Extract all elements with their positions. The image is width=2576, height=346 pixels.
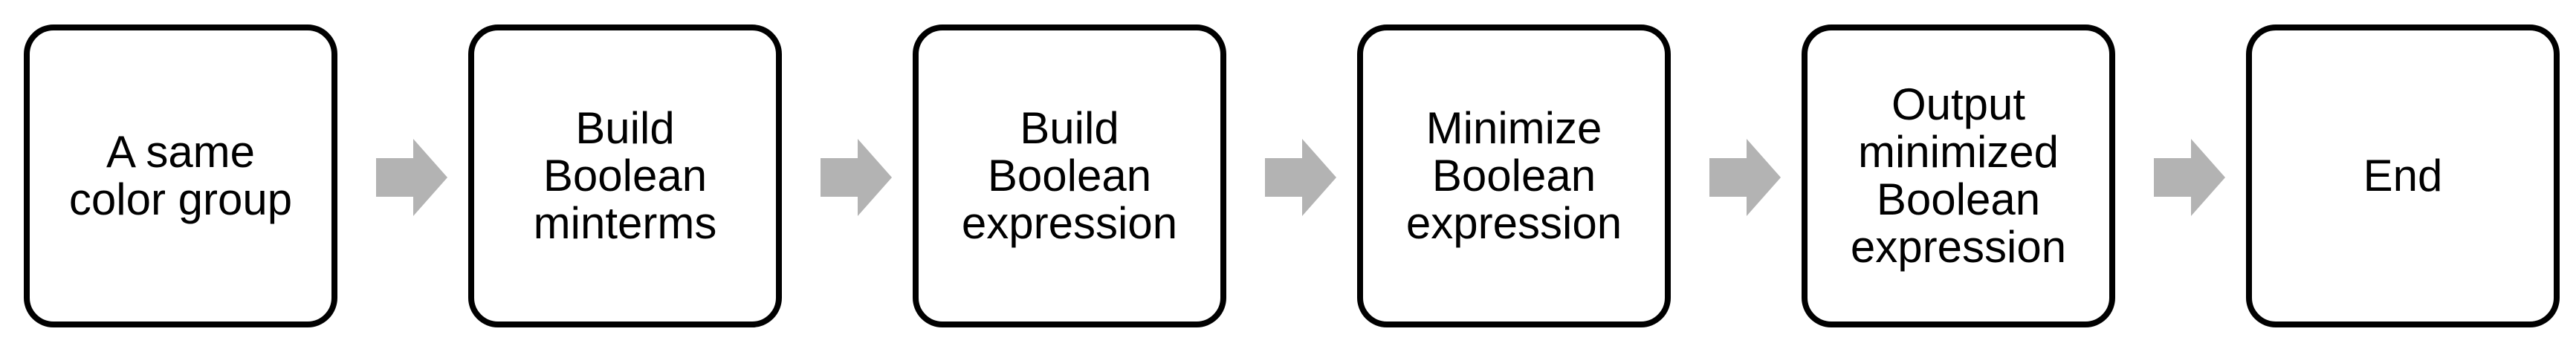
step-label: Minimize Boolean expression: [1405, 103, 1622, 248]
step-end: End: [2246, 25, 2560, 327]
step-label: Build Boolean minterms: [533, 103, 717, 248]
right-arrow-icon: [2154, 139, 2225, 216]
step-label: Output minimized Boolean expression: [1850, 79, 2067, 272]
step-minimize-boolean-expression: Minimize Boolean expression: [1357, 25, 1671, 327]
step-build-boolean-expression: Build Boolean expression: [913, 25, 1226, 327]
step-label: End: [2363, 151, 2443, 200]
right-arrow-icon: [1709, 139, 1781, 216]
step-same-color-group: A same color group: [24, 25, 337, 327]
step-output-minimized-boolean-expression: Output minimized Boolean expression: [1802, 25, 2115, 327]
right-arrow-icon: [1265, 139, 1336, 216]
step-label: Build Boolean expression: [961, 103, 1178, 248]
right-arrow-icon: [821, 139, 892, 216]
step-label: A same color group: [68, 127, 293, 224]
step-build-boolean-minterms: Build Boolean minterms: [468, 25, 782, 327]
right-arrow-icon: [376, 139, 447, 216]
